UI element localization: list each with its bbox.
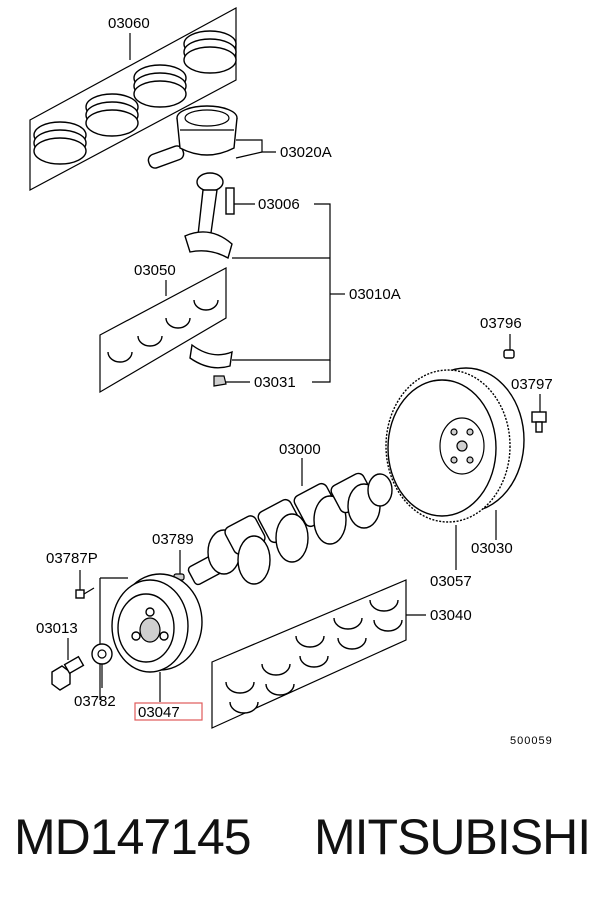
brand-name: MITSUBISHI xyxy=(314,809,591,865)
callout-03047: 03047 xyxy=(138,704,180,721)
crank-pulley[interactable] xyxy=(111,573,203,673)
flywheel[interactable] xyxy=(385,367,525,523)
callout-03057: 03057 xyxy=(430,573,472,590)
callout-03797: 03797 xyxy=(511,376,553,393)
piston-rings-group: 03060 xyxy=(29,6,237,192)
main-bearing-set[interactable] xyxy=(211,579,407,729)
callout-03006: 03006 xyxy=(258,196,300,213)
callout-03010A: 03010A xyxy=(349,286,401,303)
piston-assembly[interactable] xyxy=(147,105,238,170)
flywheel-bolt[interactable] xyxy=(531,411,547,433)
part-number: MD147145 xyxy=(14,809,252,865)
pulley-pin-bolt[interactable] xyxy=(75,587,95,599)
callout-03789: 03789 xyxy=(152,531,194,548)
callout-03013: 03013 xyxy=(36,620,78,637)
callout-03060: 03060 xyxy=(108,15,150,32)
callout-03030: 03030 xyxy=(471,540,513,557)
piston-ring-set[interactable] xyxy=(33,30,237,165)
callout-03040: 03040 xyxy=(430,607,472,624)
diagram-reference-code: 500059 xyxy=(510,735,553,747)
callout-03782: 03782 xyxy=(74,693,116,710)
rod-cap[interactable] xyxy=(189,343,233,387)
callout-03050: 03050 xyxy=(134,262,176,279)
dowel-pin[interactable] xyxy=(503,349,515,359)
callout-03787P: 03787P xyxy=(46,550,98,567)
pulley-bolt[interactable] xyxy=(51,655,85,691)
pulley-washer[interactable] xyxy=(91,643,113,665)
exploded-parts-diagram: 03060 03020A 03006 03010A 03050 03031 xyxy=(29,6,553,747)
callout-03031: 03031 xyxy=(254,374,296,391)
connecting-rod[interactable] xyxy=(184,172,235,260)
callout-03000: 03000 xyxy=(279,441,321,458)
callout-03796: 03796 xyxy=(480,315,522,332)
crankshaft[interactable] xyxy=(187,471,393,586)
rod-bearing-set[interactable] xyxy=(99,267,227,394)
callout-03020A: 03020A xyxy=(280,144,332,161)
